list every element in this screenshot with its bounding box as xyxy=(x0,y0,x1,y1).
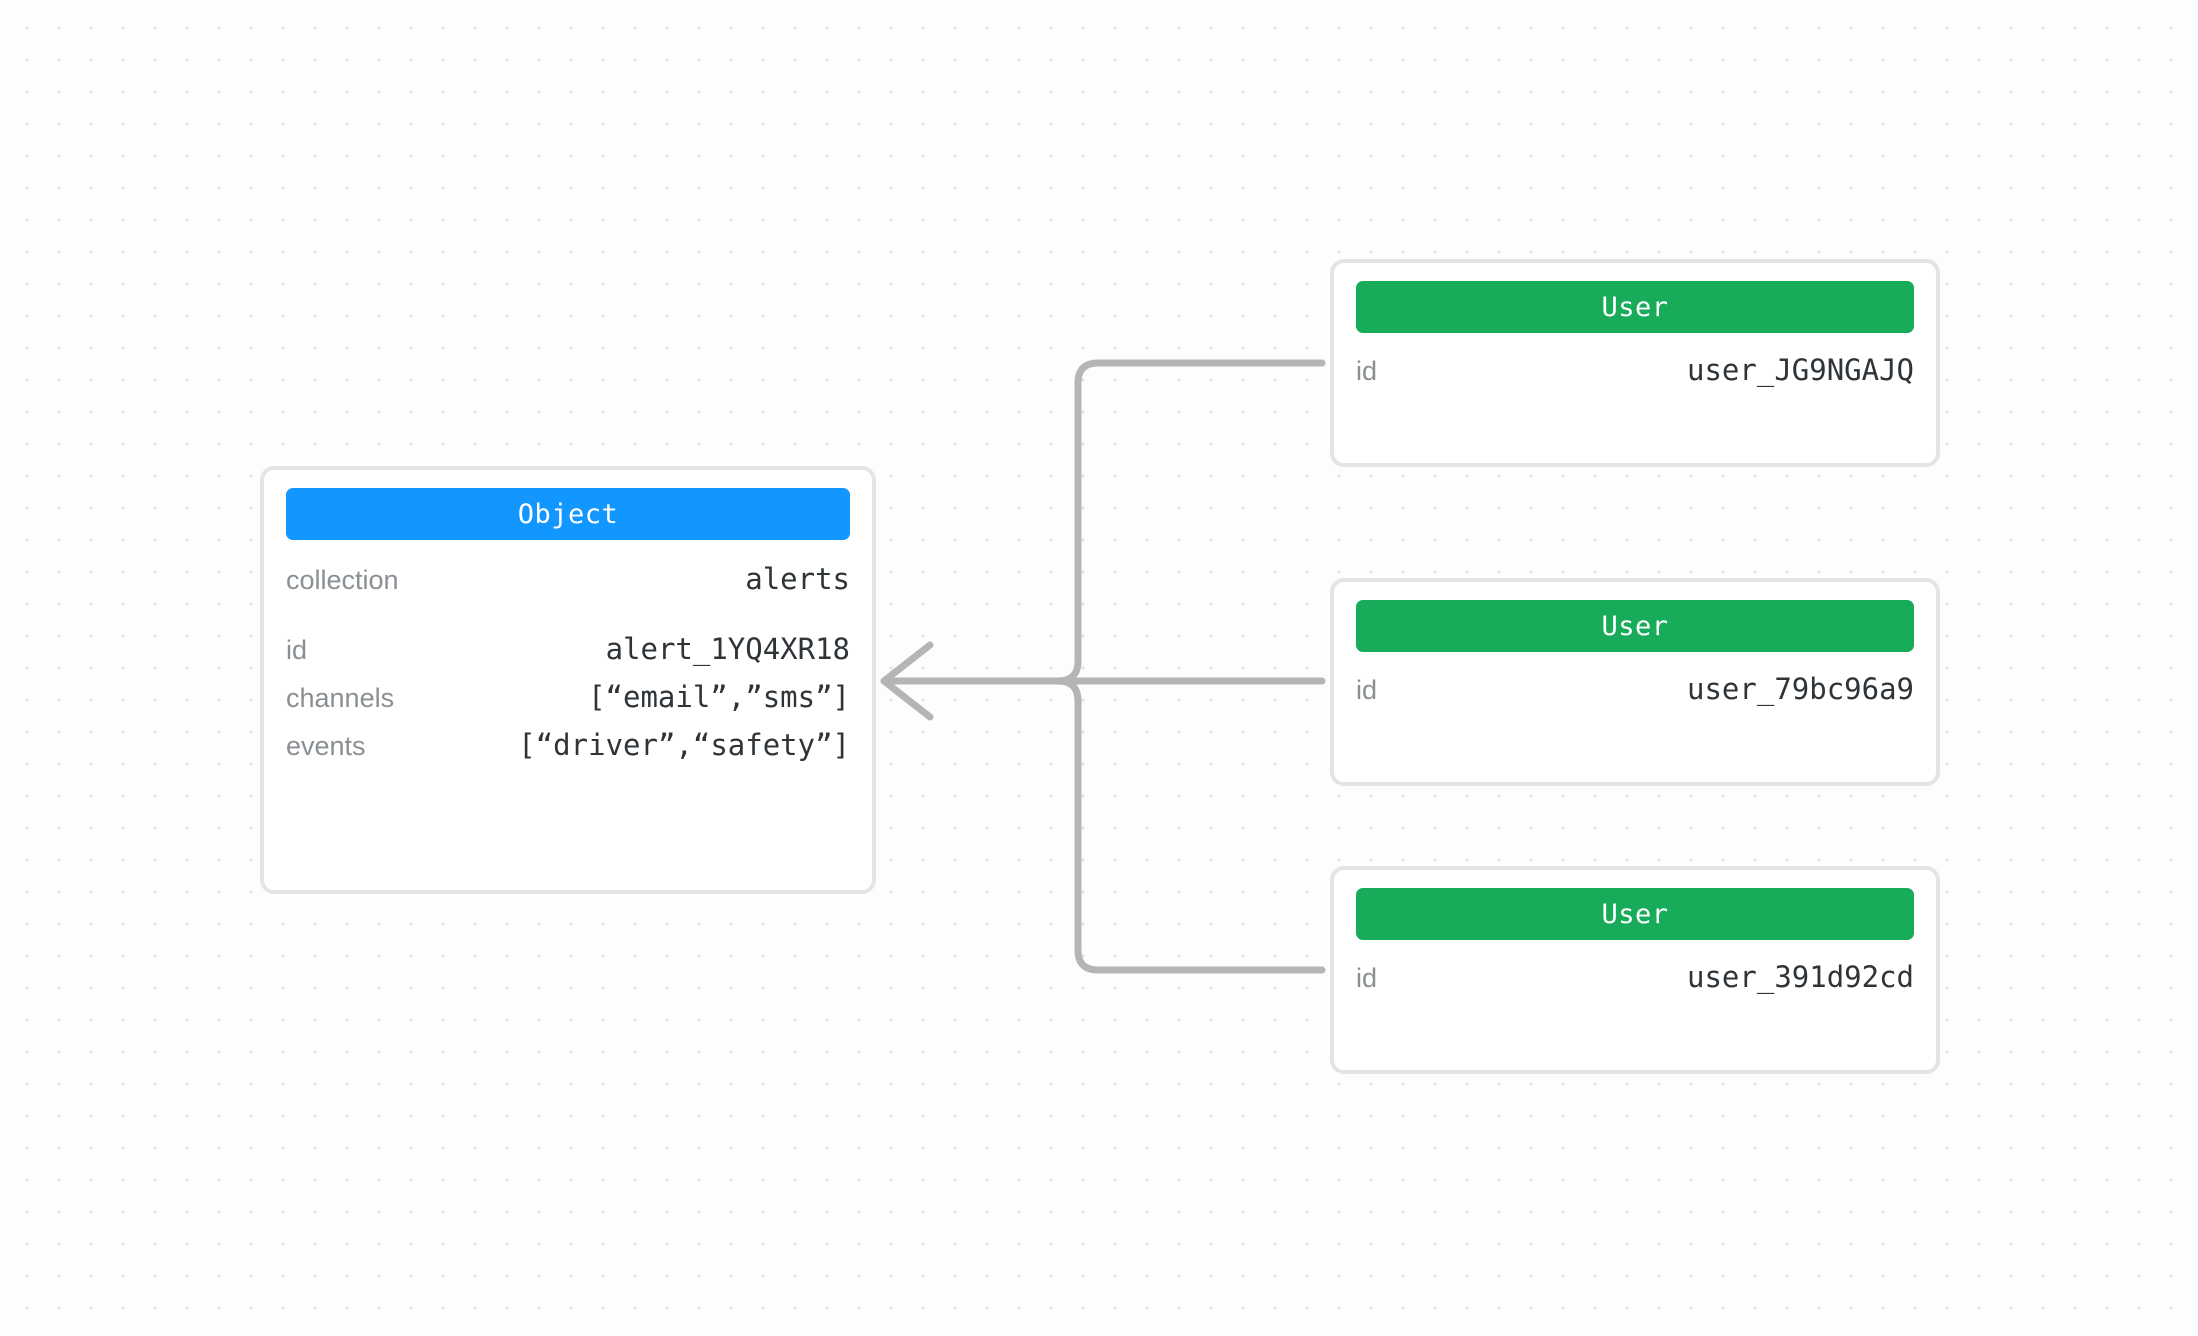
node-object-header: Object xyxy=(286,488,850,540)
field-row: id user_391d92cd xyxy=(1356,960,1914,1008)
node-object-group-1: id alert_1YQ4XR18 channels [“email”,”sms… xyxy=(286,632,850,776)
edge-user-0-to-object xyxy=(889,359,1326,685)
field-value: [“email”,”sms”] xyxy=(588,680,850,714)
field-value: user_JG9NGAJQ xyxy=(1687,353,1914,387)
field-row: channels [“email”,”sms”] xyxy=(286,680,850,728)
field-value: [“driver”,“safety”] xyxy=(518,728,850,762)
field-row: collection alerts xyxy=(286,562,850,610)
field-key: channels xyxy=(286,683,395,713)
field-key: events xyxy=(286,731,366,761)
field-row: events [“driver”,“safety”] xyxy=(286,728,850,776)
node-user-0[interactable]: User id user_JG9NGAJQ xyxy=(1330,259,1940,467)
edge-user-2-to-object xyxy=(889,677,1326,974)
node-user-2-header: User xyxy=(1356,888,1914,940)
field-key: id xyxy=(1356,963,1378,993)
node-user-0-group-0: id user_JG9NGAJQ xyxy=(1356,353,1914,401)
node-user-1-group-0: id user_79bc96a9 xyxy=(1356,672,1914,720)
node-user-2-group-0: id user_391d92cd xyxy=(1356,960,1914,1008)
node-object-group-0: collection alerts xyxy=(286,562,850,610)
field-key: id xyxy=(286,635,308,665)
edge-arrowhead xyxy=(880,641,934,721)
node-object[interactable]: Object collection alerts id alert_1YQ4XR… xyxy=(260,466,876,894)
node-user-1-header: User xyxy=(1356,600,1914,652)
field-row: id alert_1YQ4XR18 xyxy=(286,632,850,680)
field-row: id user_79bc96a9 xyxy=(1356,672,1914,720)
node-user-0-header: User xyxy=(1356,281,1914,333)
field-key: id xyxy=(1356,356,1378,386)
field-value: user_79bc96a9 xyxy=(1687,672,1914,706)
field-value: user_391d92cd xyxy=(1687,960,1914,994)
field-value: alert_1YQ4XR18 xyxy=(605,632,850,666)
field-row: id user_JG9NGAJQ xyxy=(1356,353,1914,401)
field-value: alerts xyxy=(745,562,850,596)
field-key: id xyxy=(1356,675,1378,705)
node-user-2[interactable]: User id user_391d92cd xyxy=(1330,866,1940,1074)
field-key: collection xyxy=(286,565,399,595)
node-user-1[interactable]: User id user_79bc96a9 xyxy=(1330,578,1940,786)
